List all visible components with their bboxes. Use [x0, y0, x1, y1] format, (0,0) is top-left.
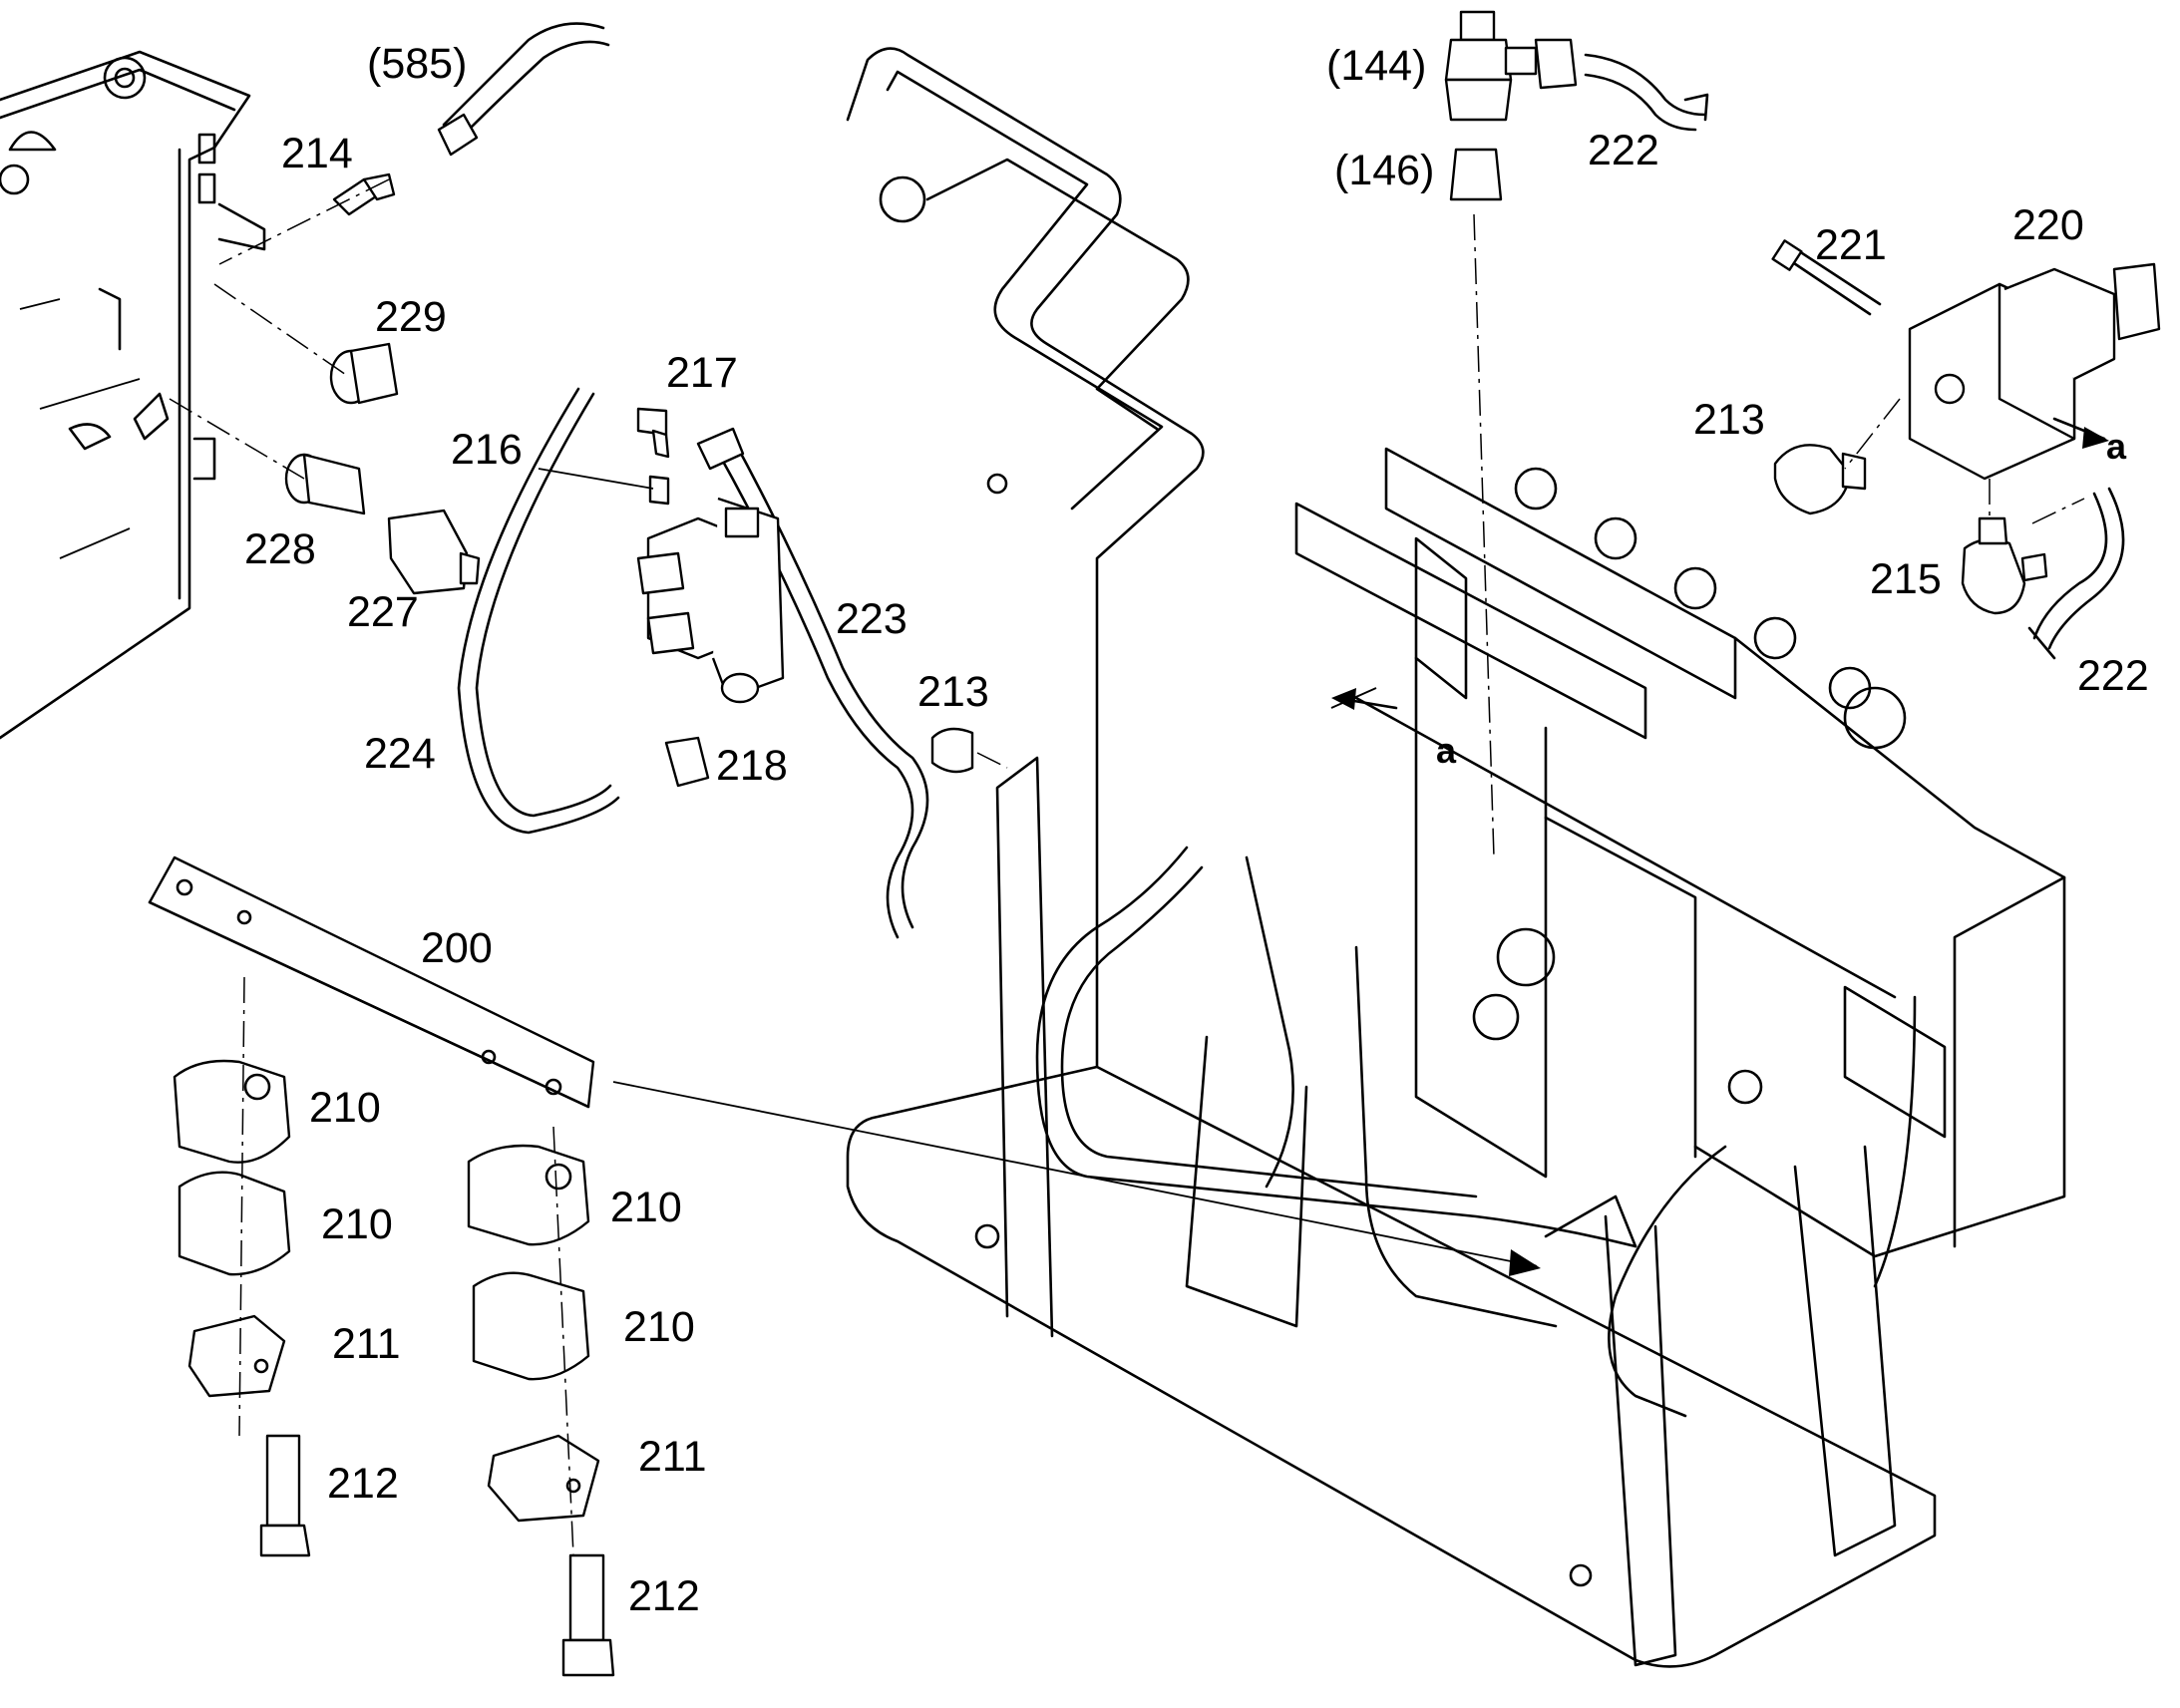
fitting-215	[1961, 516, 2048, 615]
bracket-200	[148, 855, 595, 1109]
label-210-b: 210	[321, 1200, 393, 1248]
label-221: 221	[1815, 221, 1887, 269]
label-224: 224	[364, 730, 436, 778]
fitting-213-left	[930, 727, 974, 774]
frame-hoses	[1035, 846, 1917, 1418]
fitting-218	[664, 736, 710, 788]
label-217: 217	[666, 349, 738, 397]
label-223: 223	[836, 595, 908, 643]
marker-a-right: a	[2106, 426, 2127, 467]
valve-manifold	[1294, 447, 2066, 1258]
label-210-c: 210	[610, 1184, 682, 1231]
hose-222-top	[1584, 53, 1709, 132]
label-227: 227	[347, 588, 419, 636]
clamp-stack-left	[173, 1059, 311, 1557]
fitting-217	[636, 407, 670, 459]
label-210-a: 210	[309, 1084, 381, 1132]
label-211-b: 211	[638, 1433, 707, 1481]
label-213-left: 213	[917, 668, 989, 716]
label-218: 218	[716, 742, 788, 790]
label-144: (144)	[1326, 42, 1426, 90]
assembly-lines	[169, 178, 2085, 1556]
label-213-right: 213	[1693, 396, 1765, 444]
label-211-a: 211	[332, 1320, 401, 1368]
label-212-a: 212	[327, 1460, 399, 1508]
label-146: (146)	[1334, 147, 1434, 194]
valve-mounting-frame	[846, 47, 1937, 1668]
label-222-top: 222	[1588, 127, 1659, 174]
fitting-229	[329, 342, 399, 405]
solenoid-220	[1908, 262, 2161, 481]
label-215: 215	[1870, 555, 1942, 603]
fitting-146	[1449, 148, 1503, 201]
fitting-216	[648, 475, 670, 506]
fitting-213-right	[1773, 444, 1867, 515]
label-216: 216	[451, 426, 523, 474]
hose-585	[437, 22, 610, 157]
label-222-right: 222	[2077, 652, 2149, 700]
label-210-d: 210	[623, 1303, 695, 1351]
fitting-227	[387, 509, 481, 595]
fitting-144	[1444, 10, 1578, 122]
label-228: 228	[244, 525, 316, 573]
valve-assembly	[636, 497, 785, 704]
housing-assembly	[0, 50, 266, 740]
clamp-stack-right	[467, 1144, 615, 1677]
label-214: 214	[281, 130, 353, 177]
label-585: (585)	[367, 40, 467, 88]
bolt-221	[1771, 239, 1882, 316]
callout-labels: (585) 214 229 228 227 217 216 223 224 21…	[244, 40, 2149, 1620]
hose-224	[457, 387, 620, 835]
fitting-214	[332, 172, 396, 216]
label-220: 220	[2012, 201, 2084, 249]
hose-222-right	[2027, 487, 2125, 660]
fitting-228	[284, 453, 366, 515]
label-212-b: 212	[628, 1572, 700, 1620]
marker-a-center: a	[1436, 730, 1457, 771]
label-229: 229	[375, 293, 447, 341]
label-200: 200	[421, 924, 493, 972]
direction-arrows	[1331, 417, 2109, 1276]
